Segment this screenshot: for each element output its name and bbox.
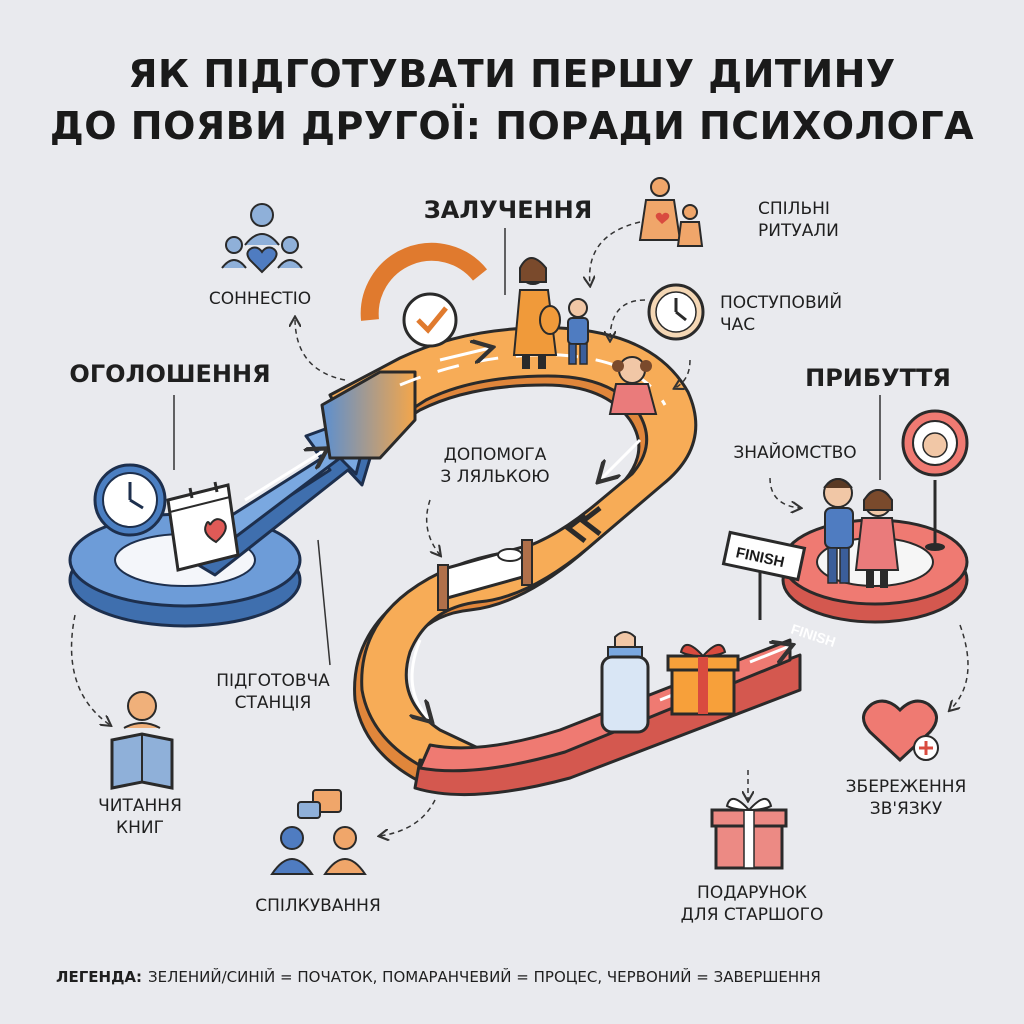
page-title: ЯК ПІДГОТУВАТИ ПЕРШУ ДИТИНУ ДО ПОЯВИ ДРУ… — [0, 48, 1024, 152]
gauge-check-icon — [360, 242, 488, 348]
crib-icon — [437, 539, 533, 611]
stage-arrival: ПРИБУТТЯ — [805, 364, 951, 392]
stage-announcement: ОГОЛОШЕННЯ — [69, 360, 271, 388]
label-shared-rituals-1: СПІЛЬНІ — [758, 199, 830, 219]
chat-people-icon — [270, 789, 367, 875]
mother-child-icon — [638, 177, 704, 247]
label-doll-help-2: З ЛЯЛЬКОЮ — [440, 467, 550, 487]
label-communication: СПІЛКУВАННЯ — [255, 896, 381, 916]
label-bond-2: ЗВ'ЯЗКУ — [869, 799, 943, 819]
gift-older-icon — [710, 798, 788, 870]
label-bond: ЗБЕРЕЖЕННЯ ЗВ'ЯЗКУ — [846, 776, 967, 820]
baby-bottle-icon — [600, 631, 650, 734]
baby-face-pin-icon — [901, 409, 969, 551]
people-heart-icon — [221, 203, 303, 274]
legend-key: ЛЕГЕНДА: — [56, 968, 143, 986]
label-reading-1: ЧИТАННЯ — [98, 796, 182, 816]
label-shared-rituals: СПІЛЬНІ РИТУАЛИ — [758, 198, 839, 242]
label-prep-station: ПІДГОТОВЧА СТАНЦІЯ — [216, 670, 330, 714]
label-prep-station-1: ПІДГОТОВЧА — [216, 671, 330, 691]
title-line-1: ЯК ПІДГОТУВАТИ ПЕРШУ ДИТИНУ — [128, 52, 896, 96]
label-prep-station-2: СТАНЦІЯ — [234, 693, 312, 713]
label-reading-2: КНИГ — [116, 818, 164, 838]
siblings-hug-icon — [823, 478, 900, 588]
label-gift-2: ДЛЯ СТАРШОГО — [680, 905, 824, 925]
label-gradual-time-2: ЧАС — [720, 315, 756, 335]
label-gift-1: ПОДАРУНОК — [697, 883, 807, 903]
gradual-clock-icon — [647, 283, 705, 341]
doll-icon — [608, 356, 658, 415]
legend: ЛЕГЕНДА: ЗЕЛЕНИЙ/СИНІЙ = ПОЧАТОК, ПОМАРАН… — [56, 968, 821, 986]
label-shared-rituals-2: РИТУАЛИ — [758, 221, 839, 241]
label-reading: ЧИТАННЯ КНИГ — [98, 795, 182, 839]
stage-involvement: ЗАЛУЧЕННЯ — [423, 196, 593, 224]
label-gradual-time-1: ПОСТУПОВИЙ — [720, 293, 843, 313]
label-connection: CОННЕСТІO — [208, 289, 312, 309]
label-doll-help-1: ДОПОМОГА — [443, 445, 547, 465]
title-line-2: ДО ПОЯВИ ДРУГОЇ: ПОРАДИ ПСИХОЛОГА — [49, 104, 975, 148]
calendar-heart-icon — [166, 481, 240, 572]
connectors — [70, 221, 969, 836]
label-gift: ПОДАРУНОК ДЛЯ СТАРШОГО — [681, 882, 824, 926]
legend-text: ЗЕЛЕНИЙ/СИНІЙ = ПОЧАТОК, ПОМАРАНЧЕВИЙ = … — [148, 968, 821, 986]
heart-plus-icon — [862, 699, 939, 763]
clock-icon — [93, 463, 167, 537]
label-gradual-time: ПОСТУПОВИЙ ЧАС — [720, 292, 842, 336]
reading-child-icon — [110, 691, 174, 790]
label-acquaintance: ЗНАЙОМСТВО — [733, 443, 857, 463]
finish-road-text: FINISH — [789, 621, 838, 650]
pregnant-mother-icon — [512, 257, 561, 369]
label-doll-help: ДОПОМОГА З ЛЯЛЬКОЮ — [440, 444, 549, 488]
label-bond-1: ЗБЕРЕЖЕННЯ — [845, 777, 967, 797]
gift-icon — [666, 644, 740, 716]
finish-sign-icon: FINISH — [721, 530, 807, 620]
child-boy-icon — [567, 298, 589, 365]
